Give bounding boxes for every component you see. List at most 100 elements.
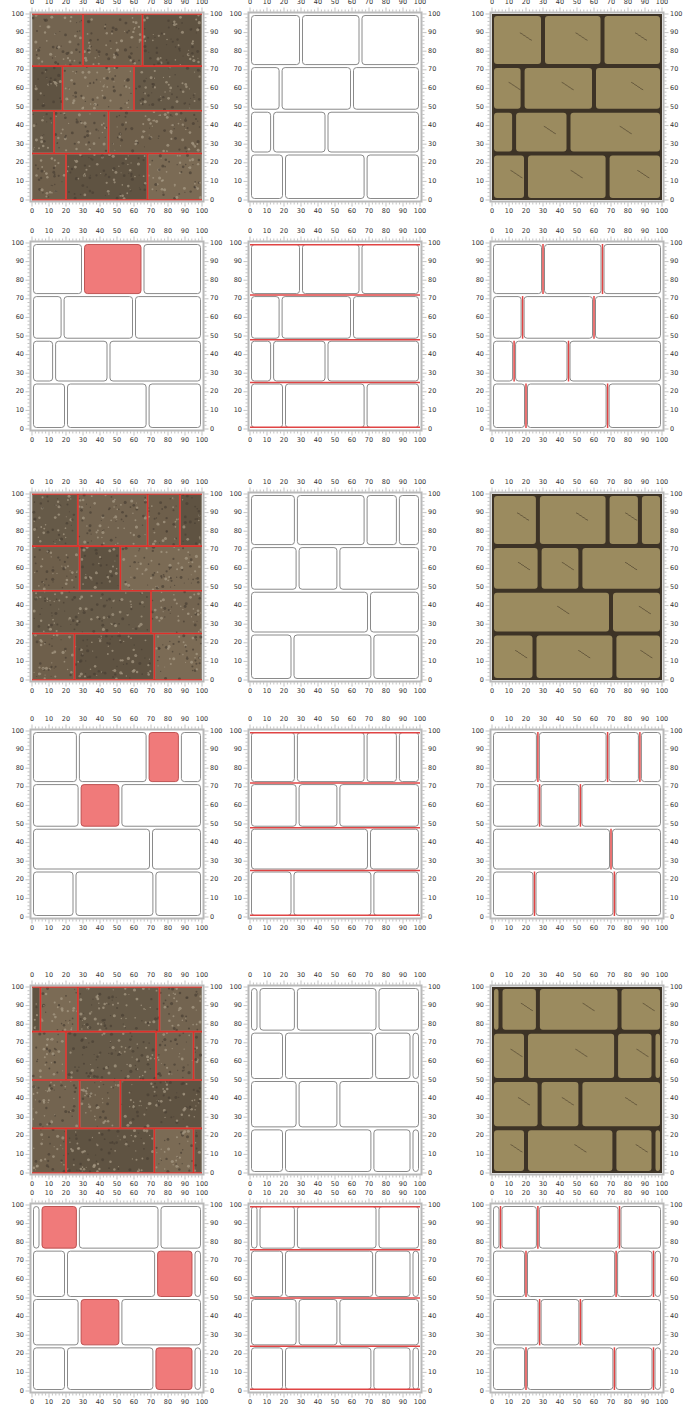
stone-speckle [102,1102,103,1103]
stone-speckle [108,1151,111,1154]
stone-speckle [57,63,59,65]
stone-speckle [176,38,178,40]
stone-speckle [81,184,84,187]
stone-speckle [67,669,69,671]
stone-speckle [40,620,42,622]
brick-outline [367,496,396,545]
stone-speckle [172,558,174,560]
brick-outline [252,635,292,679]
stone-speckle [181,22,183,24]
stone-speckle [72,61,73,62]
brick-outline [294,635,371,679]
stone-speckle [164,666,165,667]
brick-outline [524,297,592,339]
stone-speckle [113,659,115,661]
stone-speckle [42,496,44,498]
stone-speckle [133,534,135,536]
stone-speckle [118,1166,119,1167]
stone-speckle [68,495,71,498]
stone-speckle [155,1166,157,1168]
stone-speckle [114,561,115,562]
stone-speckle [90,158,92,160]
stone-speckle [51,185,52,186]
stone-speckle [116,509,118,511]
stone-speckle [142,159,144,161]
stone-speckle [59,97,61,99]
stone-speckle [42,1126,43,1127]
stone-speckle [111,1125,113,1127]
stone-speckle [101,620,103,622]
stone-speckle [138,26,140,28]
stone-speckle [180,64,182,66]
stone-speckle [158,512,160,514]
stone-speckle [85,126,87,128]
stone-speckle [84,164,86,166]
stone-speckle [159,62,161,64]
stone-speckle [164,578,167,581]
stone-speckle [157,571,159,573]
stone-speckle [164,91,166,93]
brick-photo [33,15,82,65]
stone-speckle [171,115,172,116]
stone-speckle [179,155,181,157]
stone-speckle [91,579,92,580]
stone-speckle [176,100,179,103]
stone-speckle [59,31,60,32]
stone-speckle [125,128,127,130]
stone-speckle [97,1163,99,1165]
stone-speckle [32,1118,34,1120]
stone-speckle [41,507,43,509]
stone-speckle [175,521,177,523]
stone-speckle [140,102,142,104]
stone-speckle [109,1161,112,1164]
brick-photo [55,112,107,153]
stone-speckle [154,183,157,186]
stone-speckle [46,570,49,573]
brick-outline [354,297,419,339]
stone-speckle [105,137,106,138]
stone-speckle [158,620,160,622]
stone-speckle [195,639,197,641]
stone-speckle [127,78,130,81]
stone-speckle [48,1136,50,1138]
stone-speckle [89,45,91,47]
stone-speckle [135,628,138,631]
stone-speckle [151,83,153,85]
stone-speckle [44,584,45,585]
brick-texture [610,156,660,199]
stone-speckle [111,78,114,81]
stone-speckle [177,85,179,87]
stone-speckle [72,95,73,96]
stone-speckle [103,115,105,117]
stone-speckle [81,519,83,521]
stone-speckle [135,525,138,528]
stone-speckle [133,543,135,545]
stone-speckle [146,17,149,20]
stone-speckle [35,592,37,594]
stone-speckle [65,542,67,544]
stone-speckle [103,529,104,530]
stone-speckle [108,598,111,601]
stone-speckle [89,511,92,514]
stone-speckle [40,1129,41,1130]
stone-speckle [61,1119,64,1122]
brick-outline [282,297,350,339]
stone-speckle [188,578,189,579]
stone-speckle [110,574,113,577]
stone-speckle [83,1168,86,1171]
brick-outline [299,785,337,827]
stone-speckle [129,169,131,171]
brick-outline [303,16,360,65]
stone-speckle [41,119,44,122]
stone-speckle [125,1143,128,1146]
stone-speckle [114,1081,115,1082]
brick-texture [613,593,660,632]
stone-speckle [55,504,56,505]
stone-speckle [41,166,43,168]
stone-speckle [119,115,121,117]
stone-speckle [80,194,82,196]
stone-speckle [101,90,103,92]
brick-outline [613,829,661,869]
stone-speckle [177,562,179,564]
stone-speckle [93,82,94,83]
